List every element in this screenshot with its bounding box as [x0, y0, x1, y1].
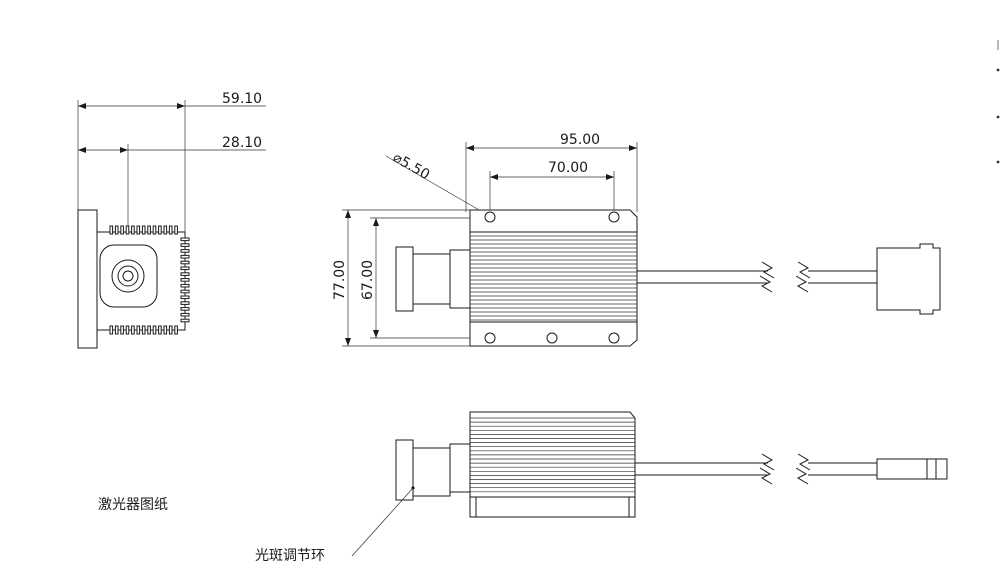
lens-ring: [395, 246, 414, 312]
connector-plug: [876, 243, 941, 315]
fin: [163, 225, 168, 235]
fin: [114, 325, 119, 335]
cable-break-left: [759, 261, 775, 293]
side-base-plate: [469, 496, 636, 518]
fin: [147, 225, 151, 235]
mount-hole: [484, 332, 496, 344]
fin: [109, 225, 114, 235]
mount-hole: [608, 211, 620, 223]
fin: [147, 325, 151, 335]
fin: [141, 325, 146, 335]
front-plate: [77, 209, 98, 349]
fin: [174, 325, 178, 335]
fin: [125, 225, 130, 235]
lens-housing: [99, 244, 158, 308]
fin: [180, 254, 190, 259]
side-view: [351, 411, 948, 557]
fin: [120, 325, 124, 335]
lens-barrel: [412, 253, 451, 305]
drawing-title: 激光器图纸: [98, 496, 168, 513]
side-connector: [876, 458, 928, 480]
fin: [114, 225, 119, 235]
edge-mark: [996, 160, 1000, 164]
side-cable-break-right: [795, 453, 811, 485]
dim-59-10: 59.10: [222, 91, 262, 107]
edge-mark: [996, 68, 1000, 72]
dim-77-00: 77.00: [332, 260, 348, 300]
fin: [131, 325, 135, 335]
side-fin-lines: [470, 417, 635, 493]
fin: [180, 272, 190, 276]
fin: [131, 225, 135, 235]
fin: [158, 225, 162, 235]
mount-hole: [546, 332, 558, 344]
fin: [180, 278, 190, 282]
side-spot-adjust-ring: [395, 439, 414, 501]
top-fin-lines: [470, 235, 637, 321]
fin: [180, 266, 190, 271]
fins-top: [109, 225, 178, 235]
fin: [163, 325, 168, 335]
fin: [180, 237, 190, 242]
fin: [180, 301, 190, 305]
fin: [120, 225, 124, 235]
fin: [174, 225, 178, 235]
hole-leader: [385, 155, 487, 215]
lens-aperture: [122, 270, 134, 282]
lens-middle-ring: [117, 265, 139, 287]
fin: [168, 325, 173, 335]
dim-70-00: 70.00: [548, 160, 588, 176]
fin: [168, 225, 173, 235]
lens-outer-ring: [111, 259, 145, 293]
fin: [180, 283, 190, 288]
dim-95-00: 95.00: [560, 132, 600, 148]
fin: [141, 225, 146, 235]
fin: [125, 325, 130, 335]
dim-67-00: 67.00: [360, 260, 376, 300]
side-body: [469, 411, 636, 498]
fin: [136, 325, 141, 335]
side-lens-mount: [449, 443, 471, 493]
cable-break-right: [795, 261, 811, 293]
side-cable-break-left: [759, 453, 775, 485]
fin: [109, 325, 114, 335]
lens-mount: [449, 249, 471, 309]
dim-hole-5-50: ⌀5.50: [390, 150, 432, 184]
fins-bottom: [109, 325, 178, 335]
fins-right: [180, 237, 190, 323]
spot-ring-leader: [351, 487, 414, 557]
fin: [180, 260, 190, 265]
side-lens-barrel: [412, 447, 451, 497]
fin: [180, 307, 190, 311]
mount-hole: [608, 332, 620, 344]
mount-hole: [484, 211, 496, 223]
edge-mark: [996, 115, 1000, 119]
front-view: 59.10 28.10: [77, 91, 266, 349]
side-connector-tip: [926, 458, 948, 480]
dim-28-10: 28.10: [222, 135, 262, 151]
fin: [158, 325, 162, 335]
fin: [152, 325, 157, 335]
fin: [180, 249, 190, 253]
fin: [180, 243, 190, 247]
fin: [180, 312, 190, 317]
top-view: 95.00 70.00 ⌀5.50 77.00 67.00: [332, 132, 941, 347]
spot-adjust-ring-label: 光斑调节环: [255, 548, 325, 564]
fin: [180, 289, 190, 294]
top-body: [469, 209, 638, 347]
fin: [180, 318, 190, 323]
fin: [152, 225, 157, 235]
fin: [180, 295, 190, 300]
fin: [136, 225, 141, 235]
